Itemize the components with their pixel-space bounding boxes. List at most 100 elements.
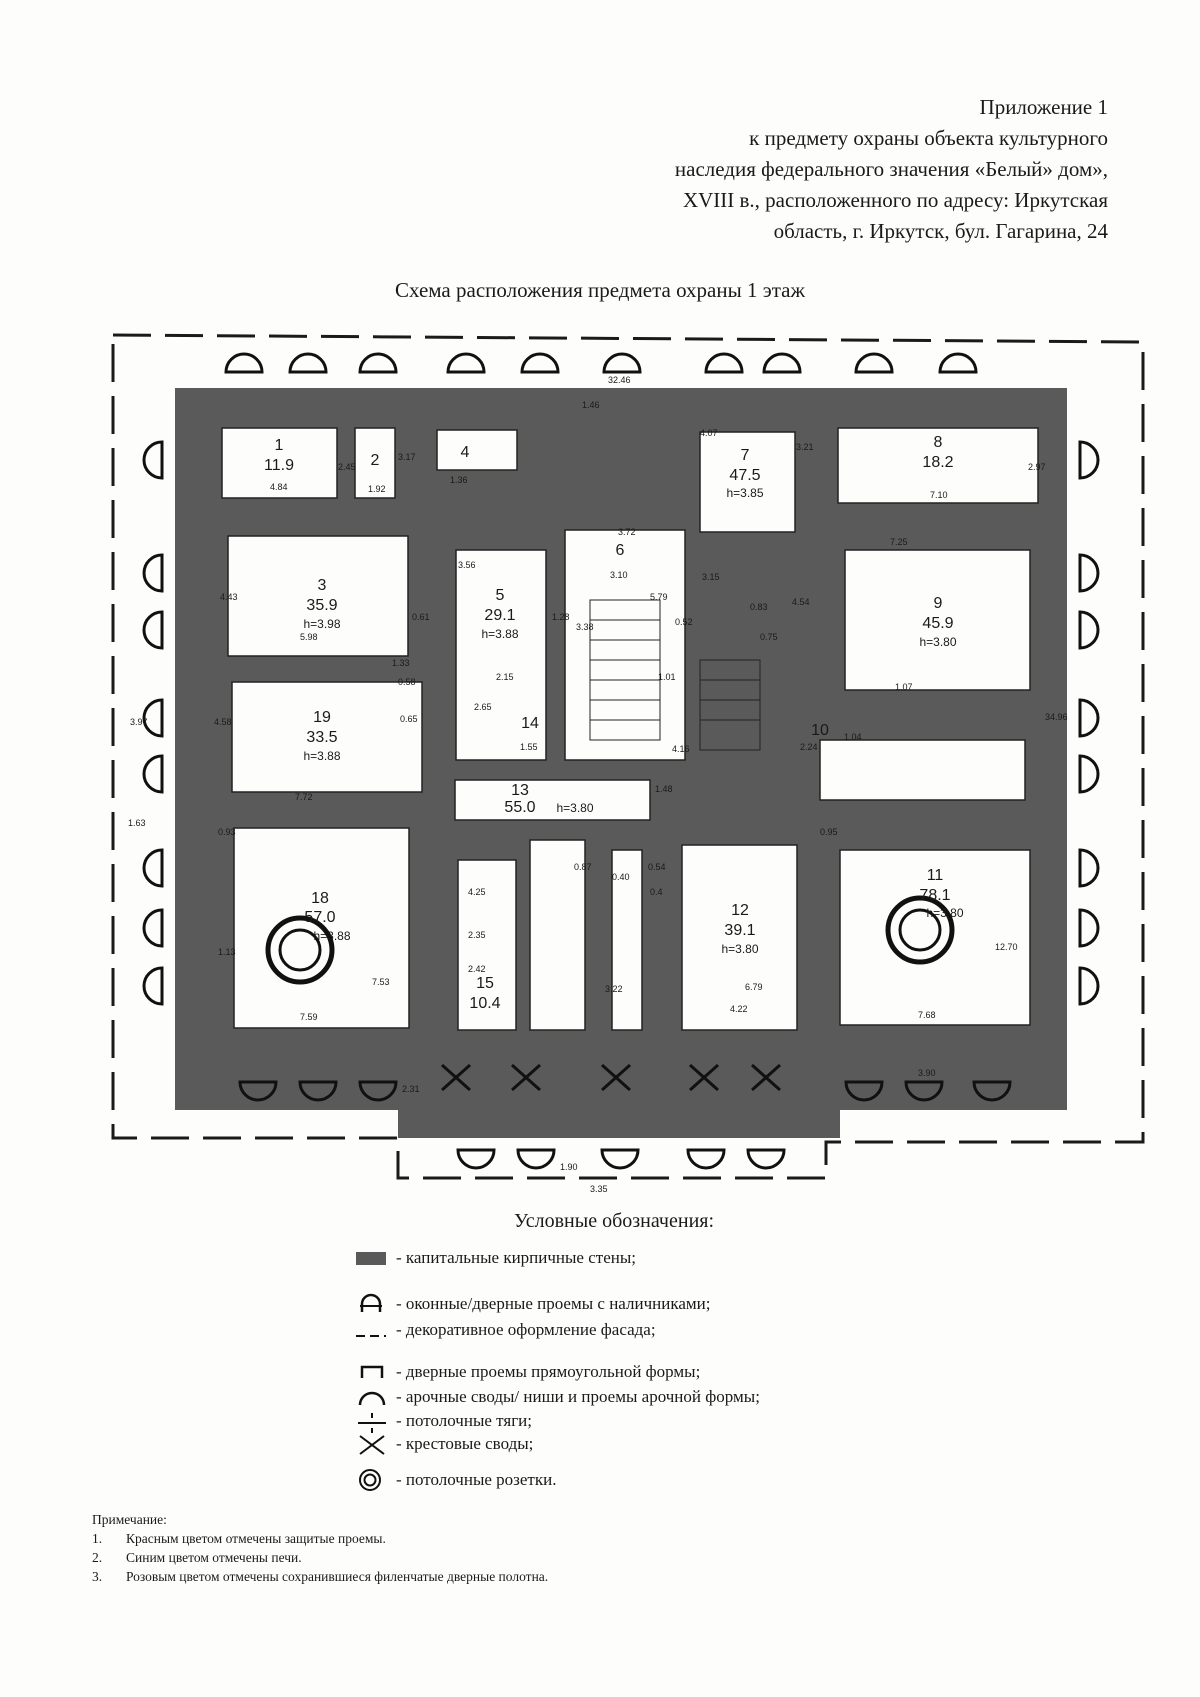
legend-label: - оконные/дверные проемы с наличниками; [396,1294,711,1313]
room-15 [457,859,517,1031]
dimension-label: 1.07 [895,682,913,692]
dimension-label: 7.25 [890,537,908,547]
room-number: 3 [318,577,327,594]
dimension-labels: 32.46 4.84 2.45 3.17 1.92 1.36 3.72 7.10… [128,375,1068,1194]
room-number: 8 [934,434,943,451]
dimension-label: 1.13 [218,947,236,957]
notes: Примечание: 1. Красным цветом отмечены з… [92,1510,548,1586]
room-area: 47.5 [729,467,760,484]
dimension-label: 4.54 [792,597,810,607]
header-line: XVIII в., расположенного по адресу: Ирку… [682,188,1108,212]
dimension-label: 3.72 [618,527,636,537]
room-area: 10.4 [469,995,500,1012]
dimension-label: 0.65 [400,714,418,724]
room-10 [819,739,1026,801]
rect-door-icon [360,1365,384,1378]
dimension-label: 0.52 [675,617,693,627]
corridor-left [529,839,586,1031]
room-area: 57.0 [304,909,335,926]
ceiling-rosette-icon [359,1469,381,1491]
dimension-label: 0.61 [412,612,430,622]
room-12 [681,844,798,1031]
room-height: h=3.88 [303,749,340,763]
dimension-label: 4.58 [214,717,232,727]
note-text: Красным цветом отмечены защитые проемы. [126,1531,386,1546]
dimension-label: 3.90 [918,1068,936,1078]
room-6 [564,529,686,761]
dimension-label: 1.92 [368,484,386,494]
dimension-label: 1.01 [658,672,676,682]
room-height: h=3.80 [556,801,593,815]
legend-label: - декоративное оформление фасада; [396,1320,656,1339]
room-height: h=3.80 [721,942,758,956]
dimension-label: 1.48 [655,784,673,794]
note-text: Синим цветом отмечены печи. [126,1550,302,1565]
room-number: 2 [371,452,380,469]
dimension-label: 2.42 [468,964,486,974]
header-line: область, г. Иркутск, бул. Гагарина, 24 [773,219,1108,243]
dimension-label: 3.22 [605,984,623,994]
window-surrounds [142,352,1100,1170]
dimension-label: 2.24 [800,742,818,752]
dimension-label: 1.63 [128,818,146,828]
dimension-label: 3.38 [576,622,594,632]
dimension-label: 3.17 [398,452,416,462]
dimension-label: 4.43 [220,592,238,602]
note-text: Розовым цветом отмечены сохранившиеся фи… [126,1569,549,1584]
dimension-label: 2.35 [468,930,486,940]
dimension-label: 7.10 [930,490,948,500]
dimension-label: 0.83 [750,602,768,612]
document-header: Приложение 1 к предмету охраны объекта к… [428,92,1108,247]
room-area: 18.2 [922,454,953,471]
dimension-label: 4.25 [468,887,486,897]
dimension-label: 3.21 [796,442,814,452]
legend-label: - крестовые своды; [396,1434,534,1453]
room-number: 1 [275,437,284,454]
dimension-label: 2.31 [402,1084,420,1094]
cross-vaults [441,1063,781,1092]
room-height: h=3.88 [481,627,518,641]
room-5 [455,549,547,761]
note-number: 1. [92,1531,103,1546]
dimension-label: 3.15 [702,572,720,582]
dimension-label: 0.87 [574,862,592,872]
dimension-label: 7.59 [300,1012,318,1022]
room-number: 12 [731,902,749,919]
room-area: 55.0 [504,799,535,816]
room-9 [844,549,1031,691]
dimension-label: 0.93 [218,827,236,837]
dimension-label: 0.58 [398,677,416,687]
room-height: h=3.80 [919,635,956,649]
brick-wall-swatch-icon [356,1252,386,1265]
dimension-label: 4.84 [270,482,288,492]
dimension-label: 6.79 [745,982,763,992]
dimension-label: 3.97 [130,717,148,727]
dimension-label: 5.98 [300,632,318,642]
room-11 [839,849,1031,1026]
dimension-label: 7.68 [918,1010,936,1020]
room-number: 6 [616,542,625,559]
dimension-label: 32.46 [608,375,631,385]
dimension-label: 4.07 [700,428,718,438]
room-labels: 1 11.9 2 3 35.9 h=3.98 4 5 29.1 h=3.88 6… [264,434,964,1012]
room-number: 13 [511,782,529,799]
room-number: 19 [313,709,331,726]
dimension-label: 0.75 [760,632,778,642]
dimension-label: 7.72 [295,792,313,802]
dimension-label: 1.04 [844,732,862,742]
dimension-label: 0.95 [820,827,838,837]
dimension-label: 1.90 [560,1162,578,1172]
room-13 [454,779,651,821]
dimension-label: 3.10 [610,570,628,580]
room-area: 11.9 [264,457,294,474]
note-item: 3. Розовым цветом отмечены сохранившиеся… [92,1567,548,1586]
document-title: Схема расположения предмета охраны 1 эта… [394,278,806,302]
dimension-label: 7.53 [372,977,390,987]
legend-label: - арочные своды/ ниши и проемы арочной ф… [396,1387,760,1406]
dimension-label: 3.35 [590,1184,608,1194]
note-number: 2. [92,1550,103,1565]
room-2 [354,427,396,499]
room-number: 9 [934,595,943,612]
dimension-label: 1.33 [392,658,410,668]
legend-label: - дверные проемы прямоугольной формы; [396,1362,701,1381]
